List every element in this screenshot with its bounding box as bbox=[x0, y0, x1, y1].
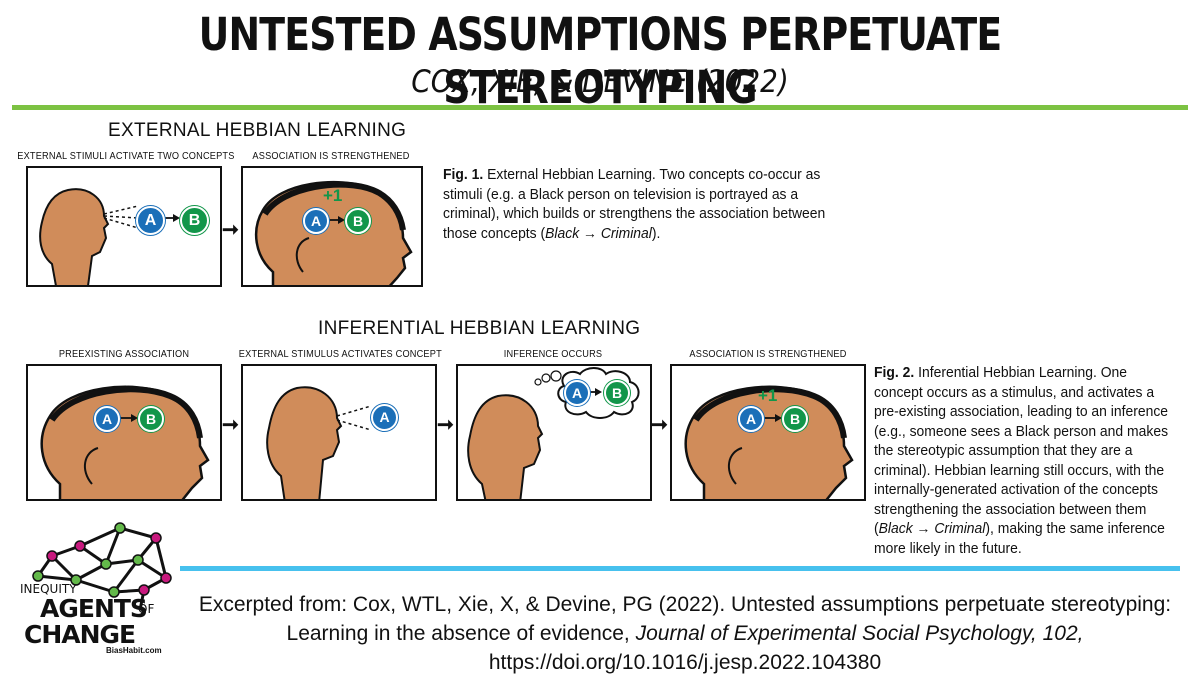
s1-panel1-label: EXTERNAL STIMULI ACTIVATE TWO CONCEPTS bbox=[17, 151, 235, 162]
fig1-end: ). bbox=[651, 225, 661, 242]
increment-label: +1 bbox=[758, 386, 778, 405]
network-icon bbox=[32, 522, 172, 610]
citation-journal: Journal of Experimental Social Psycholog… bbox=[635, 622, 1084, 645]
fig1-assoc: Black → Criminal bbox=[545, 225, 652, 242]
s2-panel-strengthened: +1 A B bbox=[670, 364, 866, 501]
increment-label: +1 bbox=[323, 186, 343, 205]
page-title: UNTESTED ASSUMPTIONS PERPETUATE STEREOTY… bbox=[198, 8, 1003, 114]
s1-panel-stimuli: A B bbox=[26, 166, 222, 287]
fig2-assoc: Black → Criminal bbox=[878, 521, 986, 537]
concept-a-node: A bbox=[303, 208, 329, 234]
concept-b-node: B bbox=[345, 208, 371, 234]
flow-arrow: ➞ bbox=[222, 414, 239, 436]
head-icon bbox=[255, 180, 413, 285]
fig2-end: ), making the same inference more likely… bbox=[874, 521, 1165, 557]
s2-panel-stimulus: A bbox=[241, 364, 437, 501]
head-icon bbox=[467, 394, 544, 499]
logo-change: CHANGE bbox=[24, 620, 136, 649]
concept-a-node: A bbox=[136, 206, 165, 235]
s2-panel2-label: EXTERNAL STIMULUS ACTIVATES CONCEPT bbox=[238, 349, 442, 360]
fig1-label: Fig. 1. bbox=[443, 167, 484, 183]
concept-a-node: A bbox=[564, 380, 590, 406]
concept-b-node: B bbox=[782, 406, 808, 432]
concept-a-node: A bbox=[94, 406, 120, 432]
concept-b-node: B bbox=[138, 406, 164, 432]
s2-panel-preexisting: A B bbox=[26, 364, 222, 501]
logo-site: BiasHabit.com bbox=[106, 646, 162, 655]
s2-panel4-label: ASSOCIATION IS STRENGTHENED bbox=[689, 349, 847, 360]
head-icon bbox=[684, 385, 854, 499]
page-subtitle: COX, XIE, & DEVINE (2022) bbox=[411, 64, 789, 100]
head-icon bbox=[39, 188, 110, 285]
s2-panel-inference: A B bbox=[456, 364, 652, 501]
section2-heading: INFERENTIAL HEBBIAN LEARNING bbox=[318, 318, 641, 339]
flow-arrow: ➞ bbox=[651, 414, 668, 436]
s2-panel1-label: PREEXISTING ASSOCIATION bbox=[58, 349, 190, 360]
concept-a-node: A bbox=[738, 406, 764, 432]
s1-panel-strengthened: +1 A B bbox=[241, 166, 423, 287]
concept-b-node: B bbox=[180, 206, 209, 235]
citation-text: Excerpted from: Cox, WTL, Xie, X, & Devi… bbox=[198, 593, 1172, 645]
section1-heading: EXTERNAL HEBBIAN LEARNING bbox=[108, 120, 407, 141]
fig2-text: Inferential Hebbian Learning. One concep… bbox=[874, 365, 1169, 537]
s1-panel2-label: ASSOCIATION IS STRENGTHENED bbox=[252, 151, 410, 162]
inequity-agents-logo: INEQUITY AGENTS OF CHANGE BiasHabit.com bbox=[10, 520, 180, 670]
logo-inequity: INEQUITY bbox=[20, 582, 77, 596]
logo-agents: AGENTS bbox=[40, 594, 148, 623]
fig2-caption: Fig. 2. Inferential Hebbian Learning. On… bbox=[874, 364, 1179, 559]
head-icon bbox=[40, 385, 210, 499]
concept-b-node: B bbox=[604, 380, 630, 406]
concept-a-node: A bbox=[371, 404, 398, 431]
logo-of: OF bbox=[138, 602, 155, 616]
green-divider bbox=[12, 105, 1188, 110]
blue-divider bbox=[180, 566, 1180, 571]
head-icon bbox=[266, 386, 343, 499]
fig1-text: External Hebbian Learning. Two concepts … bbox=[443, 167, 826, 242]
fig2-label: Fig. 2. bbox=[874, 365, 915, 381]
flow-arrow: ➞ bbox=[222, 219, 239, 241]
citation-doi: https://doi.org/10.1016/j.jesp.2022.1043… bbox=[488, 651, 882, 674]
citation: Excerpted from: Cox, WTL, Xie, X, & Devi… bbox=[185, 590, 1185, 677]
fig1-caption: Fig. 1. External Hebbian Learning. Two c… bbox=[443, 166, 827, 244]
flow-arrow: ➞ bbox=[437, 414, 454, 436]
s2-panel3-label: INFERENCE OCCURS bbox=[503, 349, 603, 360]
head-looking-illustration bbox=[39, 188, 180, 285]
